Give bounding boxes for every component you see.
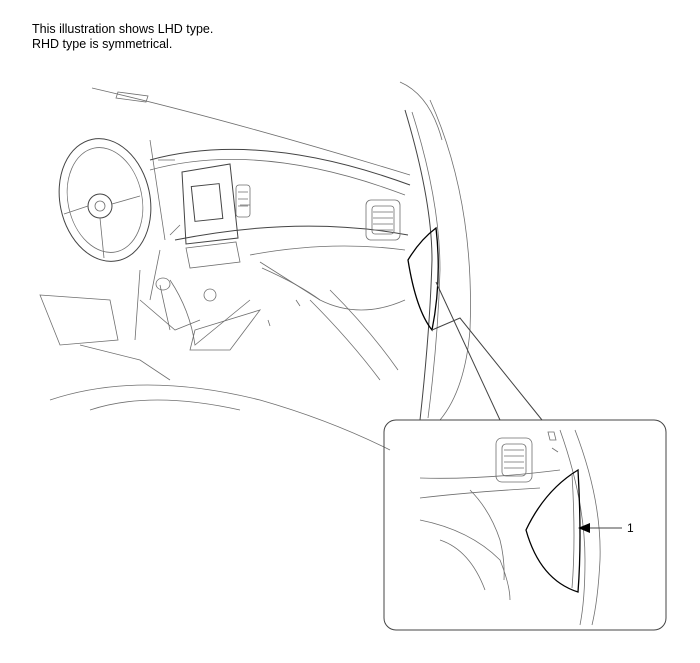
center-console — [39, 277, 399, 451]
a-pillar — [404, 109, 441, 421]
caption-line-rhd: RHD type is symmetrical. — [32, 37, 173, 51]
windshield-frame — [91, 81, 471, 421]
dashboard — [134, 148, 411, 341]
steering-wheel — [58, 138, 175, 262]
side-cover-location — [407, 226, 439, 332]
callout-label: 1 — [627, 521, 634, 535]
caption-line-lhd: This illustration shows LHD type. — [32, 22, 214, 36]
illustration-caption: This illustration shows LHD type. RHD ty… — [32, 22, 213, 52]
callout-arrow — [578, 523, 622, 533]
detail-view — [383, 419, 667, 631]
detail-leader — [431, 281, 543, 421]
